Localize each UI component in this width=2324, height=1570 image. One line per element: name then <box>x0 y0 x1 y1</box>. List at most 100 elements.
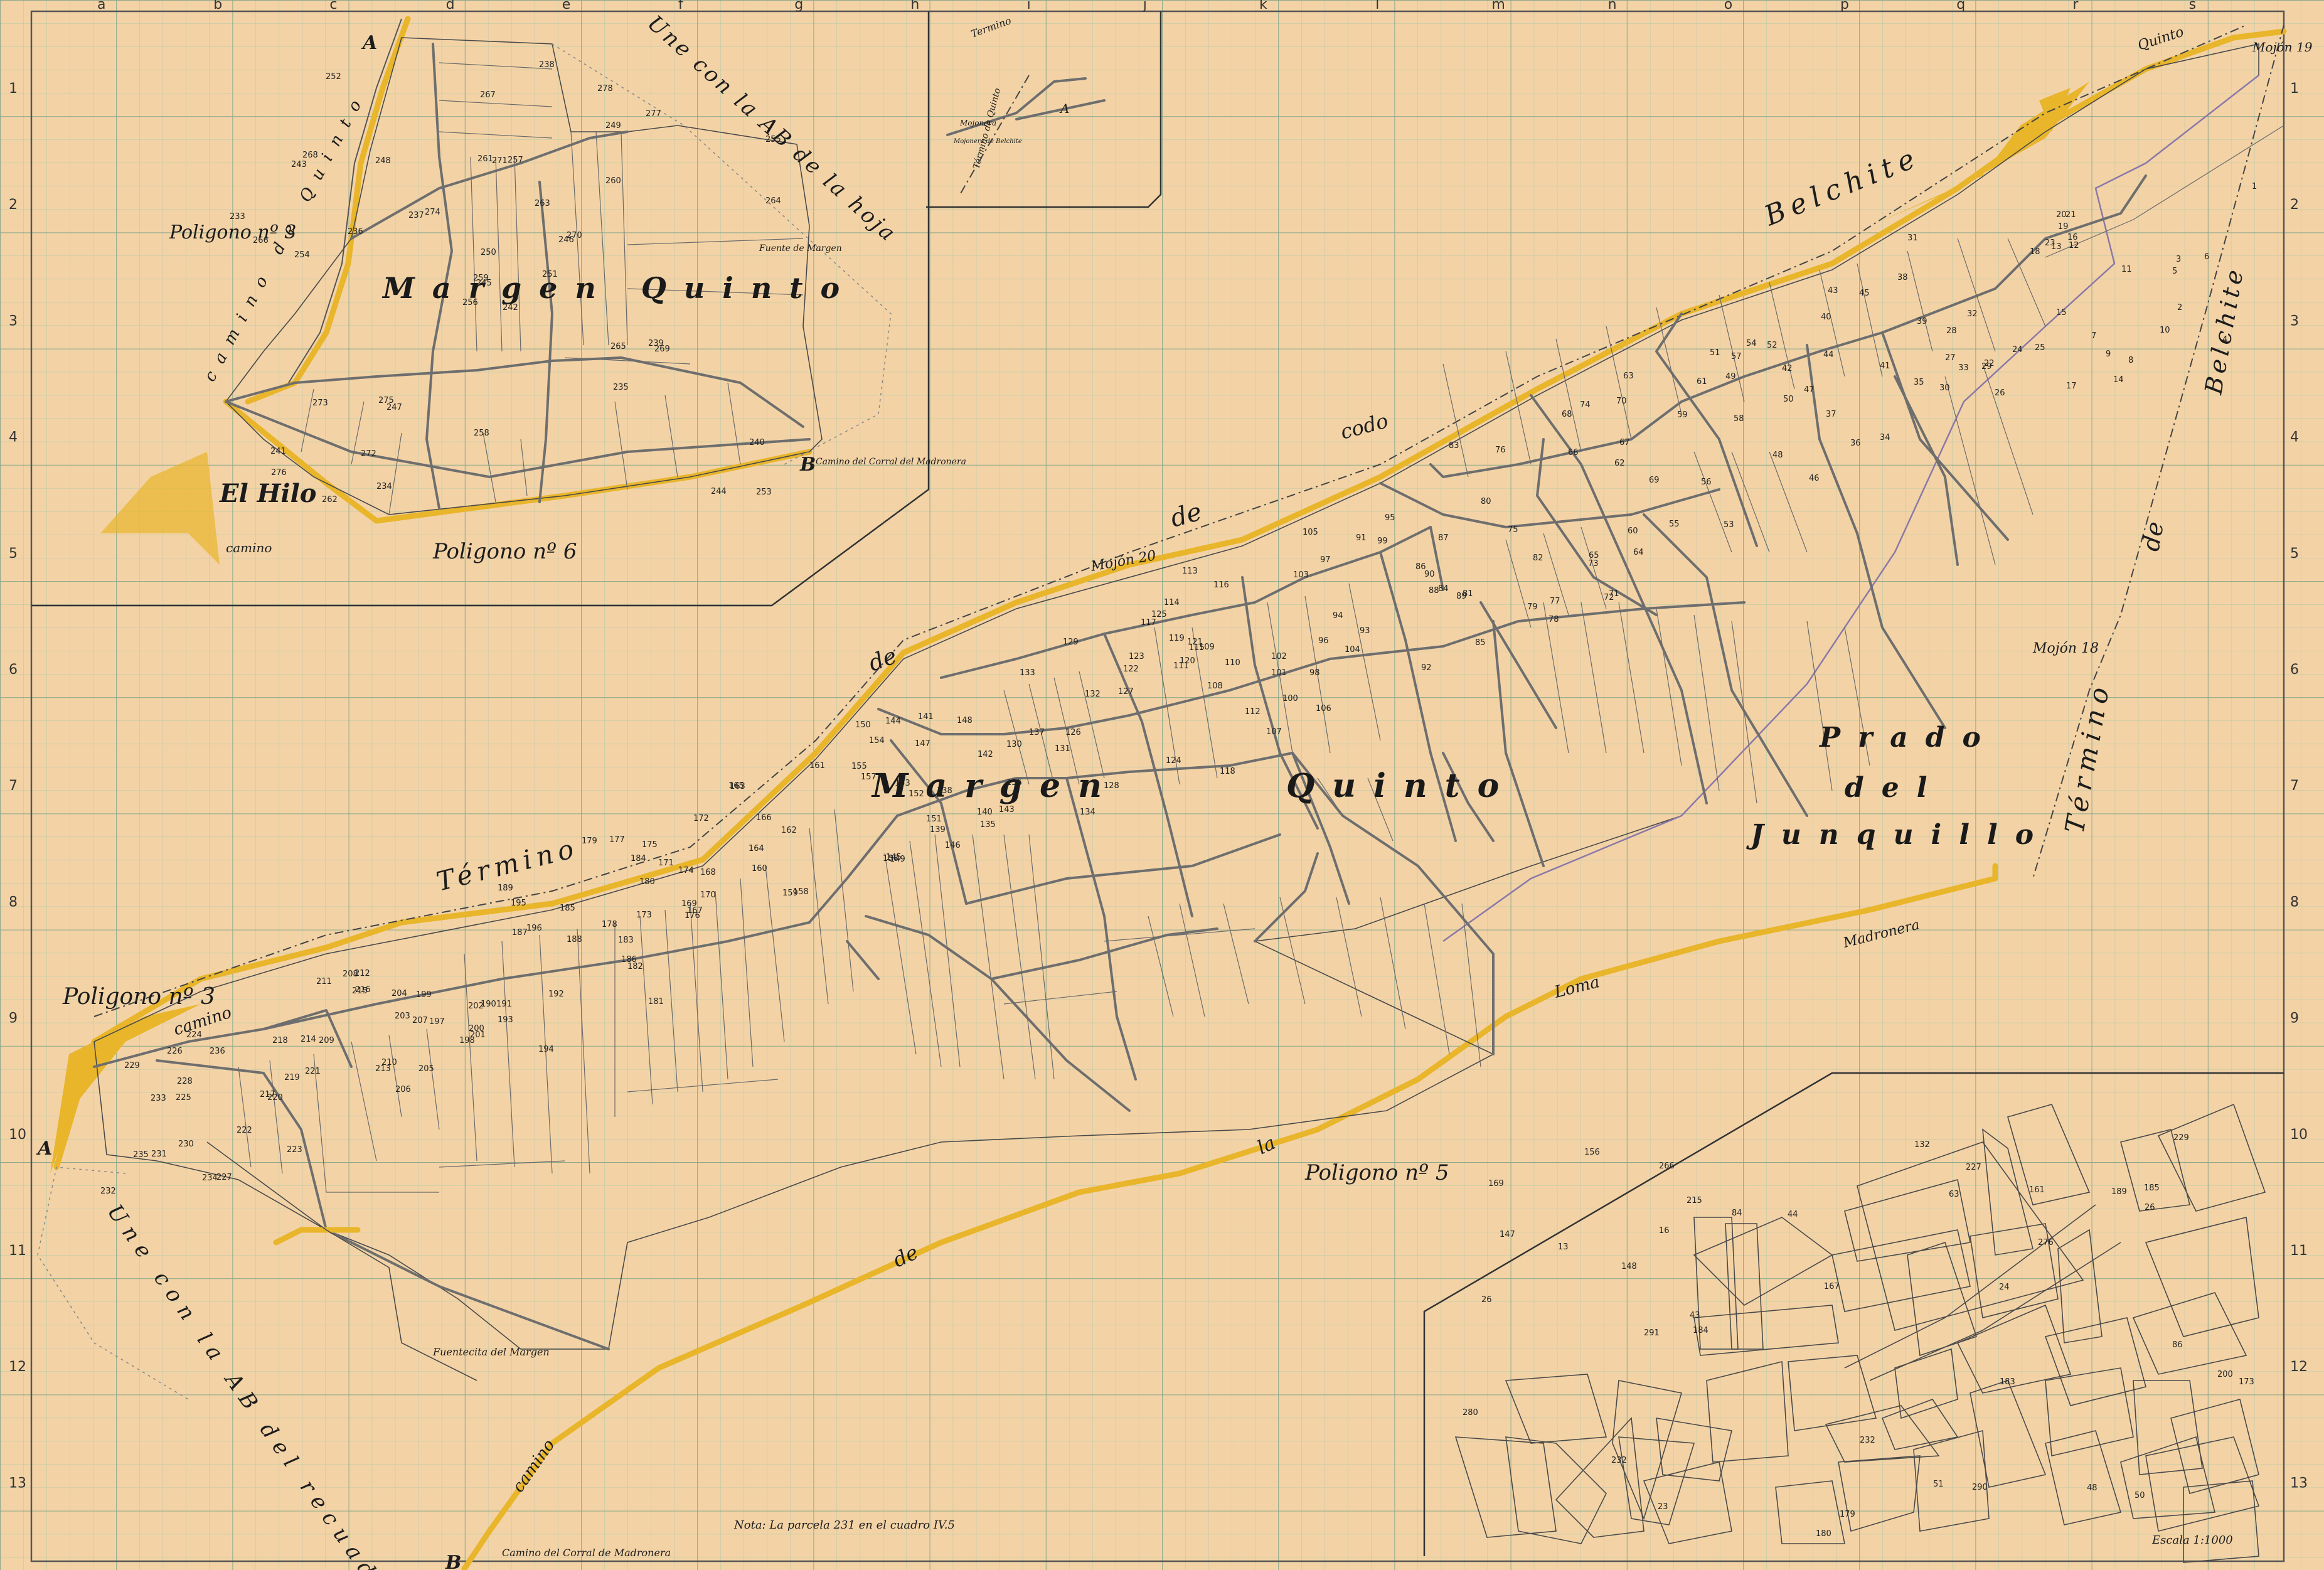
parcel-number: 110 <box>1225 658 1240 668</box>
parcel-number: 88 <box>1429 586 1439 595</box>
row-number: 8 <box>2290 894 2299 910</box>
detail-inset-border <box>1423 1072 2284 1556</box>
parcel-number: 274 <box>425 208 440 217</box>
parcel-number: 44 <box>1788 1210 1798 1219</box>
row-number: 4 <box>2290 430 2299 446</box>
parcel-number: 15 <box>2056 308 2067 318</box>
parcel-number: 146 <box>945 841 961 850</box>
parcel-number: 90 <box>1424 570 1435 579</box>
parcel-number: 236 <box>348 227 363 237</box>
parcel-number: 233 <box>230 212 245 222</box>
top-inset-label-belchite: Mojonera de Belchite <box>953 138 1022 145</box>
column-letter: r <box>2072 0 2079 13</box>
parcel-number: 76 <box>1495 446 1506 455</box>
parcel-number: 168 <box>700 868 716 877</box>
parcel-number: 184 <box>631 854 646 863</box>
row-number: 2 <box>9 197 18 213</box>
parcel-number: 31 <box>1907 233 1918 243</box>
parcel-number: 166 <box>756 813 772 823</box>
parcel-number: 264 <box>765 196 781 206</box>
parcel-number: 84 <box>1732 1209 1742 1218</box>
parcel-number: 26 <box>2145 1203 2155 1212</box>
parcel-number: 46 <box>1809 474 1820 483</box>
parcel-number: 24 <box>1999 1283 2010 1292</box>
parcel-number: 127 <box>1118 687 1134 697</box>
parcel-number: 24 <box>2012 345 2023 355</box>
parcel-number: 34 <box>1880 433 1890 442</box>
column-letter: o <box>1724 0 1732 13</box>
row-number: 1 <box>2290 81 2299 97</box>
inset-parcel-lines <box>301 62 804 515</box>
parcel-number: 65 <box>1589 551 1599 560</box>
inset-road-edge <box>288 18 402 383</box>
parcel-number: 262 <box>322 495 338 505</box>
parcel-number: 246 <box>558 235 574 245</box>
parcel-number: 227 <box>1966 1163 1981 1172</box>
parcel-number: 157 <box>861 772 877 782</box>
inset-point-b: B <box>799 454 816 476</box>
parcel-number: 159 <box>782 889 798 898</box>
parcel-number: 226 <box>167 1047 183 1056</box>
parcel-number: 147 <box>915 739 930 749</box>
parcel-number: 103 <box>1293 570 1309 580</box>
parcel-number: 225 <box>176 1093 191 1103</box>
inset-dotted-boundary <box>552 43 892 465</box>
parcel-number: 248 <box>375 156 391 166</box>
row-number: 12 <box>2290 1359 2308 1375</box>
parcel-number: 89 <box>1456 592 1467 601</box>
parcel-number: 229 <box>2173 1133 2189 1143</box>
parcel-number: 23 <box>2045 238 2055 248</box>
parcel-number: 198 <box>459 1036 475 1045</box>
parcel-number: 236 <box>210 1047 225 1056</box>
parcel-number: 203 <box>395 1012 410 1021</box>
parcel-number: 195 <box>511 899 526 908</box>
parcel-number: 30 <box>1939 383 1950 393</box>
parcel-number: 134 <box>1080 808 1095 817</box>
main-purple-boundary <box>1442 75 2259 943</box>
column-letter: h <box>910 0 919 13</box>
row-number: 12 <box>9 1359 26 1375</box>
parcel-number: 252 <box>326 72 341 82</box>
parcel-number: 95 <box>1385 513 1395 523</box>
row-number: 8 <box>9 894 18 910</box>
parcel-number: 63 <box>1623 371 1634 381</box>
parcel-number: 5 <box>2172 267 2177 276</box>
main-point-b: B <box>445 1552 461 1570</box>
parcel-number: 165 <box>728 781 744 791</box>
parcel-number: 180 <box>639 877 655 887</box>
parcel-number: 180 <box>1816 1529 1831 1539</box>
main-label-de-right: de <box>2137 520 2169 553</box>
parcel-number: 98 <box>1309 668 1320 678</box>
parcel-number: 51 <box>1933 1480 1944 1489</box>
column-letter: f <box>678 0 684 13</box>
parcel-number: 247 <box>386 403 402 412</box>
parcel-number: 94 <box>1333 611 1343 621</box>
parcel-number: 213 <box>375 1064 391 1074</box>
parcel-number: 58 <box>1734 414 1744 424</box>
row-number: 13 <box>2290 1475 2308 1491</box>
parcel-number: 153 <box>895 779 910 788</box>
inset-border <box>31 11 930 607</box>
parcel-number: 290 <box>1972 1483 1988 1492</box>
parcel-number: 173 <box>636 910 652 920</box>
parcel-number: 73 <box>1588 559 1599 569</box>
parcel-number: 143 <box>999 805 1015 814</box>
parcel-number: 189 <box>498 884 513 893</box>
row-number: 7 <box>9 778 18 794</box>
main-label-prado: Prado <box>1818 722 1998 754</box>
parcel-number: 152 <box>909 789 924 799</box>
inset-canal-1 <box>350 131 629 240</box>
parcel-number: 186 <box>621 955 637 964</box>
main-label-fuentecita: Fuentecita del Margen <box>432 1346 550 1358</box>
parcel-number: 170 <box>700 890 716 900</box>
parcel-number: 148 <box>1621 1262 1637 1271</box>
parcel-number: 114 <box>1164 598 1180 607</box>
parcel-number: 144 <box>885 717 901 726</box>
parcel-number: 8 <box>2128 356 2133 365</box>
parcel-number: 109 <box>1199 643 1215 652</box>
parcel-number: 243 <box>291 160 307 169</box>
main-road-east-fill <box>1870 82 2089 226</box>
